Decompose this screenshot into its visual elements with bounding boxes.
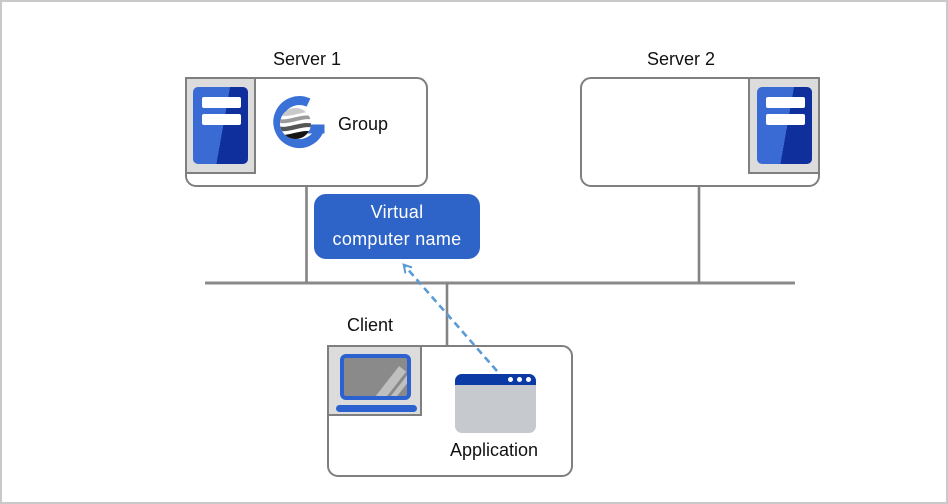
titlebar-dot	[508, 377, 513, 382]
titlebar-dot	[526, 377, 531, 382]
server1-server-icon	[185, 77, 256, 174]
server2-label: Server 2	[646, 49, 716, 69]
server-tower-icon	[193, 87, 248, 164]
virtual-computer-name-badge: Virtual computer name	[314, 194, 480, 259]
client-laptop-icon	[327, 345, 422, 416]
application-label: Application	[449, 440, 539, 460]
group-label: Group	[338, 114, 389, 134]
app-window-titlebar	[455, 374, 536, 385]
server1-label: Server 1	[272, 49, 342, 69]
laptop-screen	[340, 354, 411, 400]
group-logo-icon	[273, 96, 325, 149]
client-label: Client	[346, 315, 394, 335]
vcn-line2: computer name	[332, 229, 462, 249]
laptop-base	[336, 405, 417, 412]
vcn-line1: Virtual	[370, 202, 424, 222]
titlebar-dot	[517, 377, 522, 382]
server-tower-icon	[757, 87, 812, 164]
server2-server-icon	[748, 77, 820, 174]
app-window-icon	[455, 374, 536, 433]
